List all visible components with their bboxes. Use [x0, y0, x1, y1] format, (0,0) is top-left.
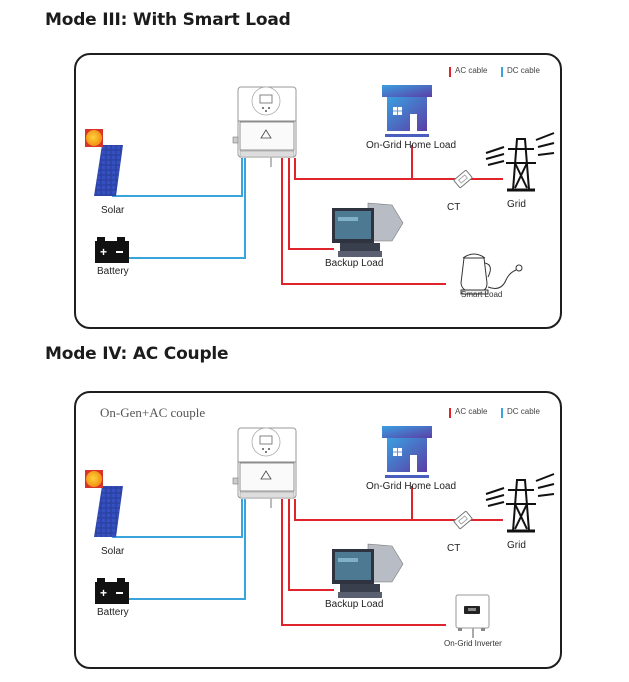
grid-label: Grid	[507, 540, 526, 551]
on-grid-inverter-icon	[455, 594, 490, 638]
backup-load-computer-icon	[332, 202, 404, 257]
home-load-label: On-Grid Home Load	[366, 481, 457, 492]
grid-tower-icon	[485, 132, 555, 192]
ac-legend-swatch	[449, 67, 451, 77]
grid-label: Grid	[507, 199, 526, 210]
diagram-subtitle: On-Gen+AC couple	[100, 405, 206, 420]
grid-tower-icon	[485, 473, 555, 533]
dc-cable-solar	[112, 158, 243, 197]
hybrid-inverter-icon	[232, 427, 297, 508]
ac-cable-extra	[281, 158, 446, 285]
svg-text:+: +	[100, 586, 107, 600]
battery-label: Battery	[97, 607, 129, 618]
backup-load-computer-icon	[332, 543, 404, 598]
ac-cable-backup	[288, 158, 334, 250]
smart-load-kettle-icon	[460, 253, 523, 295]
ct-label: CT	[447, 202, 461, 213]
ac-cable-backup	[288, 499, 334, 591]
dc-cable-legend-label: DC cable	[507, 66, 540, 75]
solar-label: Solar	[101, 205, 125, 216]
ac-legend-swatch	[449, 408, 451, 418]
mode-4-diagram: +	[74, 391, 562, 669]
ct-icon	[453, 169, 473, 189]
dc-legend-swatch	[501, 67, 503, 77]
solar-panel-icon	[85, 129, 123, 196]
mode-4-title: Mode IV: AC Couple	[45, 344, 229, 364]
home-load-label: On-Grid Home Load	[366, 140, 457, 151]
home-load-icon	[382, 426, 432, 478]
smart-load-label: Smart Load	[461, 290, 503, 299]
dc-cables	[112, 499, 246, 600]
dc-cables	[112, 158, 246, 259]
mode-3-diagram: +	[74, 53, 562, 329]
on-grid-inverter-label: On-Grid Inverter	[444, 639, 502, 648]
hybrid-inverter-icon	[232, 86, 297, 167]
dc-cable-battery	[122, 158, 246, 259]
backup-load-label: Backup Load	[325, 258, 384, 269]
ac-cables	[281, 486, 503, 626]
ac-cable-legend-label: AC cable	[455, 407, 488, 416]
battery-label: Battery	[97, 266, 129, 277]
ac-cables	[281, 145, 503, 285]
battery-icon: +	[95, 237, 129, 263]
ac-cable-grid	[294, 499, 503, 521]
ac-cable-legend-label: AC cable	[455, 66, 488, 75]
home-load-icon	[382, 85, 432, 137]
ac-cable-grid	[294, 158, 503, 180]
mode-3-title: Mode III: With Smart Load	[45, 10, 291, 30]
dc-cable-battery	[122, 499, 246, 600]
dc-cable-solar	[112, 499, 243, 538]
dc-legend-swatch	[501, 408, 503, 418]
backup-load-label: Backup Load	[325, 599, 384, 610]
solar-label: Solar	[101, 546, 125, 557]
svg-text:+: +	[100, 245, 107, 259]
battery-icon: +	[95, 578, 129, 604]
ct-icon	[453, 510, 473, 530]
ct-label: CT	[447, 543, 461, 554]
ac-cable-extra	[281, 499, 446, 626]
solar-panel-icon	[85, 470, 123, 537]
dc-cable-legend-label: DC cable	[507, 407, 540, 416]
